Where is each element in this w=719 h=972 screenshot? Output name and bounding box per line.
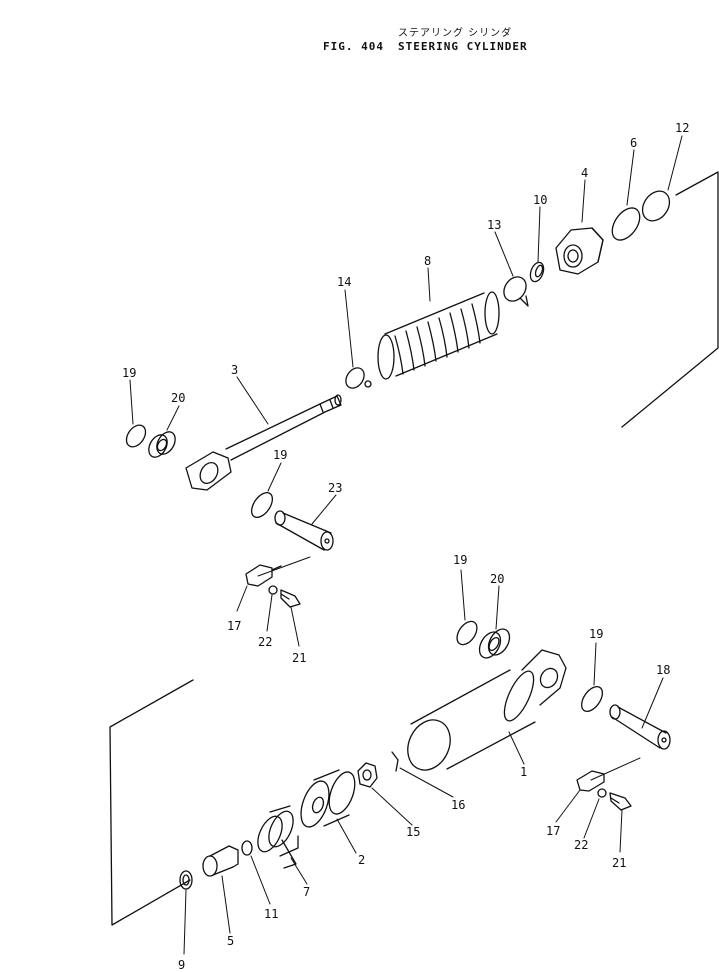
callout-14: 14 (337, 275, 351, 289)
callout-12: 12 (675, 121, 689, 135)
o-ring-part-11 (241, 840, 253, 856)
figure-name: STEERING CYLINDER (397, 40, 528, 53)
lock-plate-part-17-b (576, 770, 605, 792)
piston-seal-part-7 (257, 805, 299, 869)
snap-ring-part-19-b (250, 491, 274, 519)
lock-plate-part-17-a (245, 564, 282, 587)
callout-19-a: 19 (122, 366, 136, 380)
ring-part-9 (179, 870, 193, 890)
callout-2: 2 (358, 853, 365, 867)
callout-4: 4 (581, 166, 588, 180)
leader-lines (129, 135, 683, 955)
callout-21-b: 21 (612, 856, 626, 870)
piston-rod-part-3 (185, 394, 342, 491)
frame-line-upper (621, 171, 719, 428)
bolt-part-21-b (609, 792, 632, 811)
spherical-bearing-part-20-a (148, 431, 176, 458)
frame-line-lower (109, 679, 194, 926)
callout-17-a: 17 (227, 619, 241, 633)
lock-washer-part-22-a (268, 585, 278, 595)
callout-22-b: 22 (574, 838, 588, 852)
clamp-part-14 (345, 367, 372, 389)
snap-ring-part-19-a (125, 424, 147, 448)
backup-ring-part-6 (611, 207, 641, 241)
callout-19-d: 19 (589, 627, 603, 641)
callout-6: 6 (630, 136, 637, 150)
head-nut-part-4 (555, 227, 604, 275)
callout-13: 13 (487, 218, 501, 232)
bushing-part-5 (202, 845, 239, 877)
pin-part-18 (609, 704, 671, 750)
callout-8: 8 (424, 254, 431, 268)
spherical-bearing-part-20-b (478, 628, 511, 659)
piston-part-2 (300, 769, 356, 828)
boot-bellows-part-8 (377, 291, 500, 380)
snap-ring-part-19-d (580, 685, 604, 713)
callout-20-b: 20 (490, 572, 504, 586)
callout-11: 11 (264, 907, 278, 921)
callout-22-a: 22 (258, 635, 272, 649)
callout-5: 5 (227, 934, 234, 948)
cotter-pin-part-16 (391, 751, 399, 772)
cylinder-tube-part-1 (407, 649, 567, 771)
callout-10: 10 (533, 193, 547, 207)
title-japanese: ステアリング シリンダ (398, 28, 513, 39)
callout-19-c: 19 (453, 553, 467, 567)
callout-17-b: 17 (546, 824, 560, 838)
wiper-ring-part-10 (529, 261, 545, 283)
callout-20-a: 20 (171, 391, 185, 405)
o-ring-part-12 (641, 190, 671, 222)
callout-7: 7 (303, 885, 310, 899)
callout-16: 16 (451, 798, 465, 812)
figure-number: FIG. 404 (323, 40, 384, 53)
snap-ring-part-19-c (456, 620, 478, 646)
lock-washer-part-22-b (597, 788, 607, 798)
callout-19-b: 19 (273, 448, 287, 462)
pin-part-23 (274, 510, 334, 551)
bolt-part-21-a (280, 589, 301, 608)
callout-21-a: 21 (292, 651, 306, 665)
figure-title: FIG. 404 STEERING CYLINDER (323, 40, 542, 53)
callout-18: 18 (656, 663, 670, 677)
callout-9: 9 (178, 958, 185, 972)
callout-1: 1 (520, 765, 527, 779)
callout-3: 3 (231, 363, 238, 377)
nut-part-15 (357, 762, 378, 788)
callout-23: 23 (328, 481, 342, 495)
callout-15: 15 (406, 825, 420, 839)
clamp-part-13 (503, 276, 529, 307)
